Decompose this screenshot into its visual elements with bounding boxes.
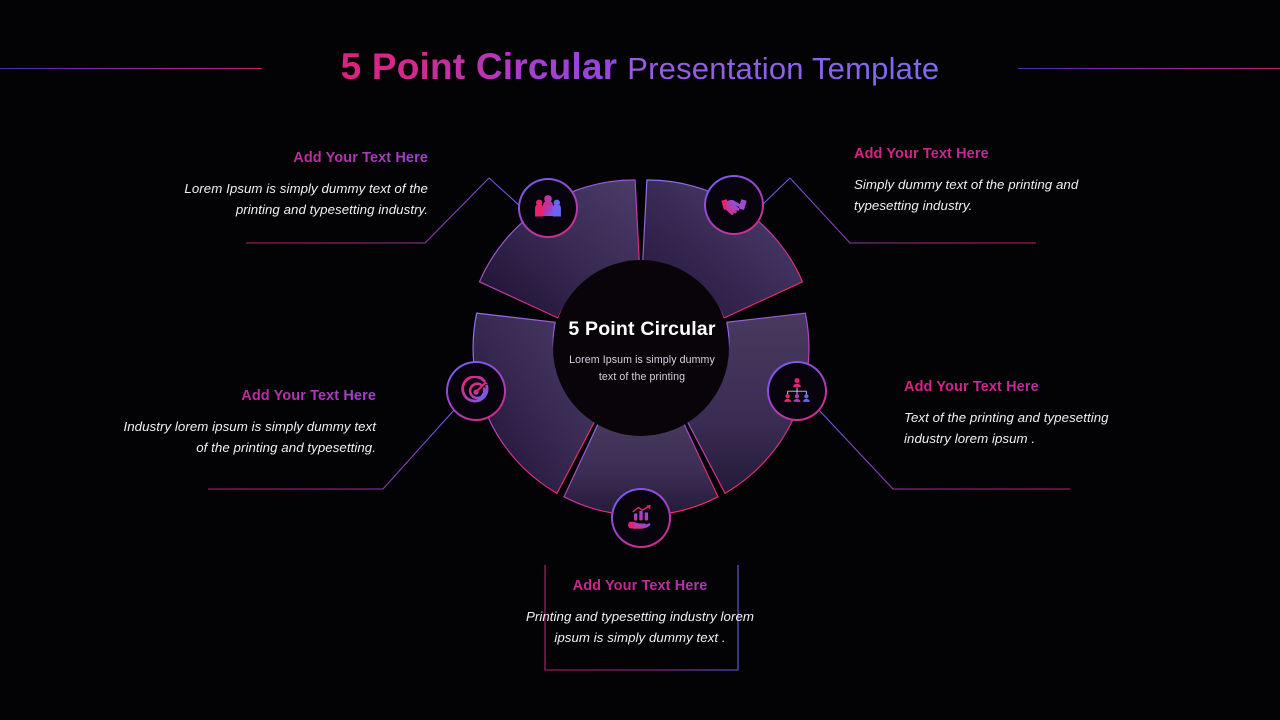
point-body-target: Industry lorem ipsum is simply dummy tex… xyxy=(123,419,376,455)
hand-growth-chart-icon xyxy=(628,504,651,529)
point-heading-growth: Add Your Text Here xyxy=(500,578,780,594)
point-heading-partnership: Add Your Text Here xyxy=(854,146,1104,162)
point-heading-target: Add Your Text Here xyxy=(118,388,376,404)
point-icon-partnership[interactable] xyxy=(704,175,764,235)
point-text-target: Add Your Text Here Industry lorem ipsum … xyxy=(118,388,376,458)
title-strong: 5 Point Circular xyxy=(340,46,618,87)
people-group-icon xyxy=(535,195,561,217)
point-text-hierarchy: Add Your Text Here Text of the printing … xyxy=(904,379,1134,449)
center-subtitle-line1: Lorem Ipsum is simply dummy xyxy=(569,354,715,366)
point-icon-team[interactable] xyxy=(518,178,578,238)
header-rule-right xyxy=(1018,68,1280,69)
point-icon-growth[interactable] xyxy=(611,488,671,548)
org-hierarchy-icon xyxy=(784,378,810,402)
point-body-growth: Printing and typesetting industry lorem … xyxy=(525,609,755,645)
point-heading-hierarchy: Add Your Text Here xyxy=(904,379,1134,395)
point-text-partnership: Add Your Text Here Simply dummy text of … xyxy=(854,146,1104,216)
point-text-growth: Add Your Text Here Printing and typesett… xyxy=(500,578,780,648)
page-title: 5 Point Circular Presentation Template xyxy=(0,46,1280,88)
point-body-partnership: Simply dummy text of the printing and ty… xyxy=(854,177,1079,213)
point-text-team: Add Your Text Here Lorem Ipsum is simply… xyxy=(180,150,428,220)
center-title: 5 Point Circular xyxy=(568,318,716,340)
point-heading-team: Add Your Text Here xyxy=(180,150,428,166)
point-icon-target[interactable] xyxy=(446,361,506,421)
point-body-hierarchy: Text of the printing and typesetting ind… xyxy=(904,410,1109,446)
center-subtitle-line2: text of the printing xyxy=(598,371,686,384)
center-label: 5 Point Circular Lorem Ipsum is simply d… xyxy=(522,318,762,386)
handshake-icon xyxy=(721,199,747,215)
title-light: Presentation Template xyxy=(627,51,940,86)
header-rule-left xyxy=(0,68,262,69)
point-body-team: Lorem Ipsum is simply dummy text of the … xyxy=(184,181,428,217)
target-dart-icon xyxy=(461,376,489,403)
point-icon-hierarchy[interactable] xyxy=(767,361,827,421)
